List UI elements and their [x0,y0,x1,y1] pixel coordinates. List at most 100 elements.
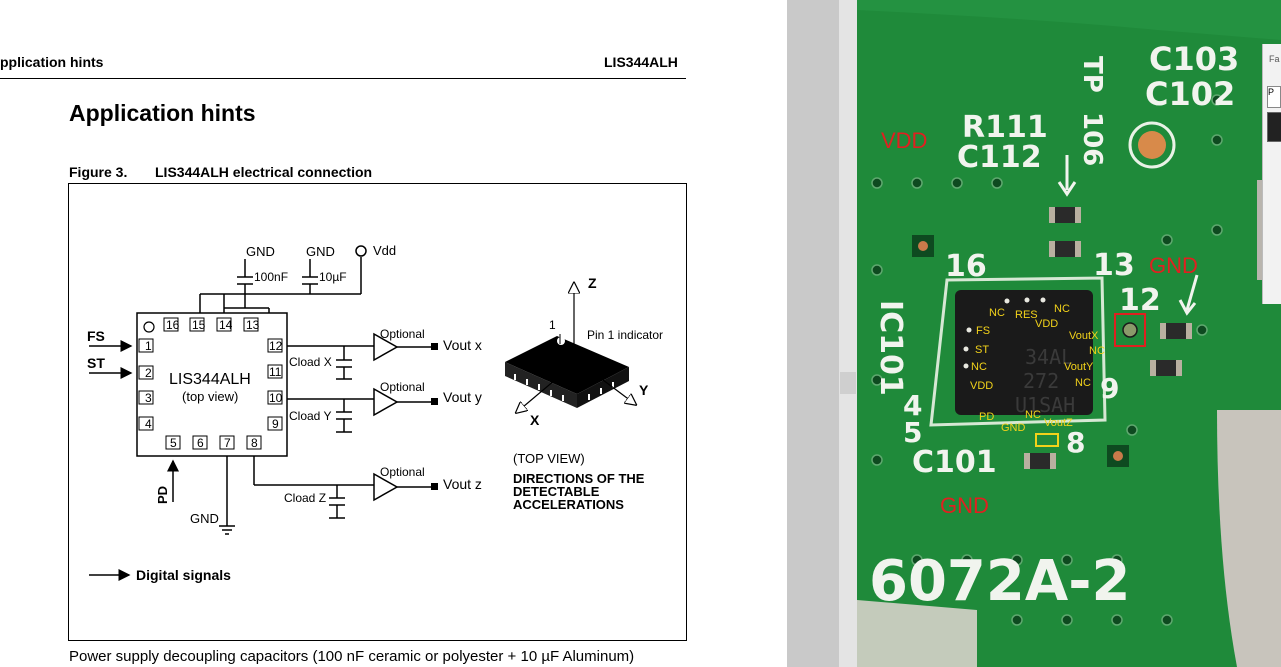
chip-view: (top view) [182,389,238,404]
side-panel-tab-b[interactable]: P [1267,86,1281,108]
scrollbar-thumb[interactable] [840,372,856,394]
pin-7: 7 [224,436,231,450]
pin-label-res: RES [1015,309,1038,321]
pin-label-nc-top1: NC [989,307,1005,319]
silk-9: 9 [1100,372,1119,405]
silk-board-number: 6072A-2 [869,549,1130,614]
directions-line-1: DIRECTIONS OF THE [513,471,645,486]
pin-label-vouty: VoutY [1064,361,1094,373]
vout-x-label: Vout x [443,337,482,353]
pcb-photo: 34AL 272 U1SAH C103 C102 TP 106 R111 C11… [857,0,1281,667]
highlight-red-box [1114,313,1146,347]
pin-label-nc-top2: NC [1054,303,1070,315]
side-panel[interactable]: Fa P [1262,44,1281,304]
pin-label-fs: FS [976,325,990,337]
optional-x: Optional [380,327,425,341]
pin-5: 5 [170,436,177,450]
pin-label-nc-r1: NC [1089,345,1105,357]
pin-label-nc-left: NC [971,361,987,373]
pin-label-nc-r2: NC [1075,377,1091,389]
silk-4: 4 [903,389,922,422]
chip-mark-1: 34AL [1025,345,1073,369]
silk-c112: C112 [957,140,1042,175]
vout-y-terminal [431,398,438,405]
pin1-indicator-label: Pin 1 indicator [587,328,663,342]
silk-13: 13 [1093,248,1135,283]
silk-tp: TP [1077,56,1107,93]
axis-z-label: Z [588,275,597,291]
schematic-svg: 16 15 14 13 1 2 3 4 5 6 7 8 12 11 10 9 L… [87,243,663,583]
vout-z-terminal [431,483,438,490]
board-cutout [1217,410,1281,667]
pin-label-nc-bottom: NC [1025,409,1041,421]
pd-label: PD [155,486,170,504]
pin-label-st: ST [975,344,989,356]
viewer-gutter [787,0,857,667]
cap-100nf: 100nF [254,270,288,284]
pin-3: 3 [145,391,152,405]
pin-9: 9 [272,417,279,431]
figure-number: Figure 3. [69,164,128,180]
pin1-dot [143,321,155,333]
side-panel-tab-a[interactable]: Fa [1269,54,1280,64]
pin-6: 6 [197,436,204,450]
silk-c103: C103 [1149,40,1239,78]
vout-z-label: Vout z [443,476,482,492]
axis-y-label: Y [639,382,649,398]
pin-8: 8 [251,436,258,450]
package-3d [505,284,635,574]
cload-y: Cload Y [289,409,331,423]
pin-label-voutx: VoutX [1069,330,1099,342]
pin-11: 11 [269,365,282,379]
pin-16: 16 [166,318,180,332]
pin-14: 14 [219,318,233,332]
directions-line-3: ACCELERATIONS [513,497,624,512]
ic101-chip [955,290,1093,415]
section-title: Application hints [69,100,256,126]
pin-label-gnd: GND [1001,422,1026,434]
scrollbar-track[interactable] [839,0,857,667]
silk-c101: C101 [912,445,997,480]
annotation-gnd-right: GND [1149,253,1198,278]
silk-r111: R111 [962,110,1048,145]
body-text: Power supply decoupling capacitors (100 … [69,648,635,665]
pin1-number: 1 [549,318,556,332]
annotation-vdd: VDD [881,128,927,153]
pin-4: 4 [145,417,152,431]
pin-12: 12 [269,339,283,353]
schematic-figure: 16 15 14 13 1 2 3 4 5 6 7 8 12 11 10 9 L… [68,183,687,641]
running-header-left: pplication hints [0,54,104,70]
silk-ic101: IC101 [873,300,908,396]
chip-body [136,312,288,457]
side-panel-thumbnail[interactable] [1267,112,1281,142]
pin-13: 13 [246,318,260,332]
legend-digital-signals: Digital signals [136,567,231,583]
pin-label-pd: PD [979,411,994,423]
silk-16: 16 [945,249,987,284]
silk-5: 5 [903,416,922,449]
highlight-yellow-box [1035,433,1059,447]
cap-10uf: 10µF [319,270,347,284]
top-view-label: (TOP VIEW) [513,451,585,466]
gnd-label-bottom: GND [190,511,219,526]
chip-mark-3: U1SAH [1015,393,1075,417]
silk-12: 12 [1119,283,1161,318]
directions-line-2: DETECTABLE [513,484,600,499]
cload-z: Cload Z [284,491,326,505]
st-label: ST [87,355,105,371]
axis-x-label: X [530,412,540,428]
gnd-label-2: GND [306,244,335,259]
figure-title: LIS344ALH electrical connection [155,164,373,180]
vout-x-terminal [431,343,438,350]
silk-106: 106 [1077,112,1107,166]
silk-c102: C102 [1145,75,1235,113]
pdf-page: pplication hints LIS344ALH Application h… [0,54,687,665]
annotation-gnd-bottom: GND [940,493,989,518]
optional-y: Optional [380,380,425,394]
chip-mark-2: 272 [1023,369,1059,393]
pcb-svg: 34AL 272 U1SAH C103 C102 TP 106 R111 C11… [857,0,1281,667]
vdd-label: Vdd [373,243,396,258]
pin-1: 1 [145,339,152,353]
gnd-label-1: GND [246,244,275,259]
pin-label-vdd-left: VDD [970,380,993,392]
